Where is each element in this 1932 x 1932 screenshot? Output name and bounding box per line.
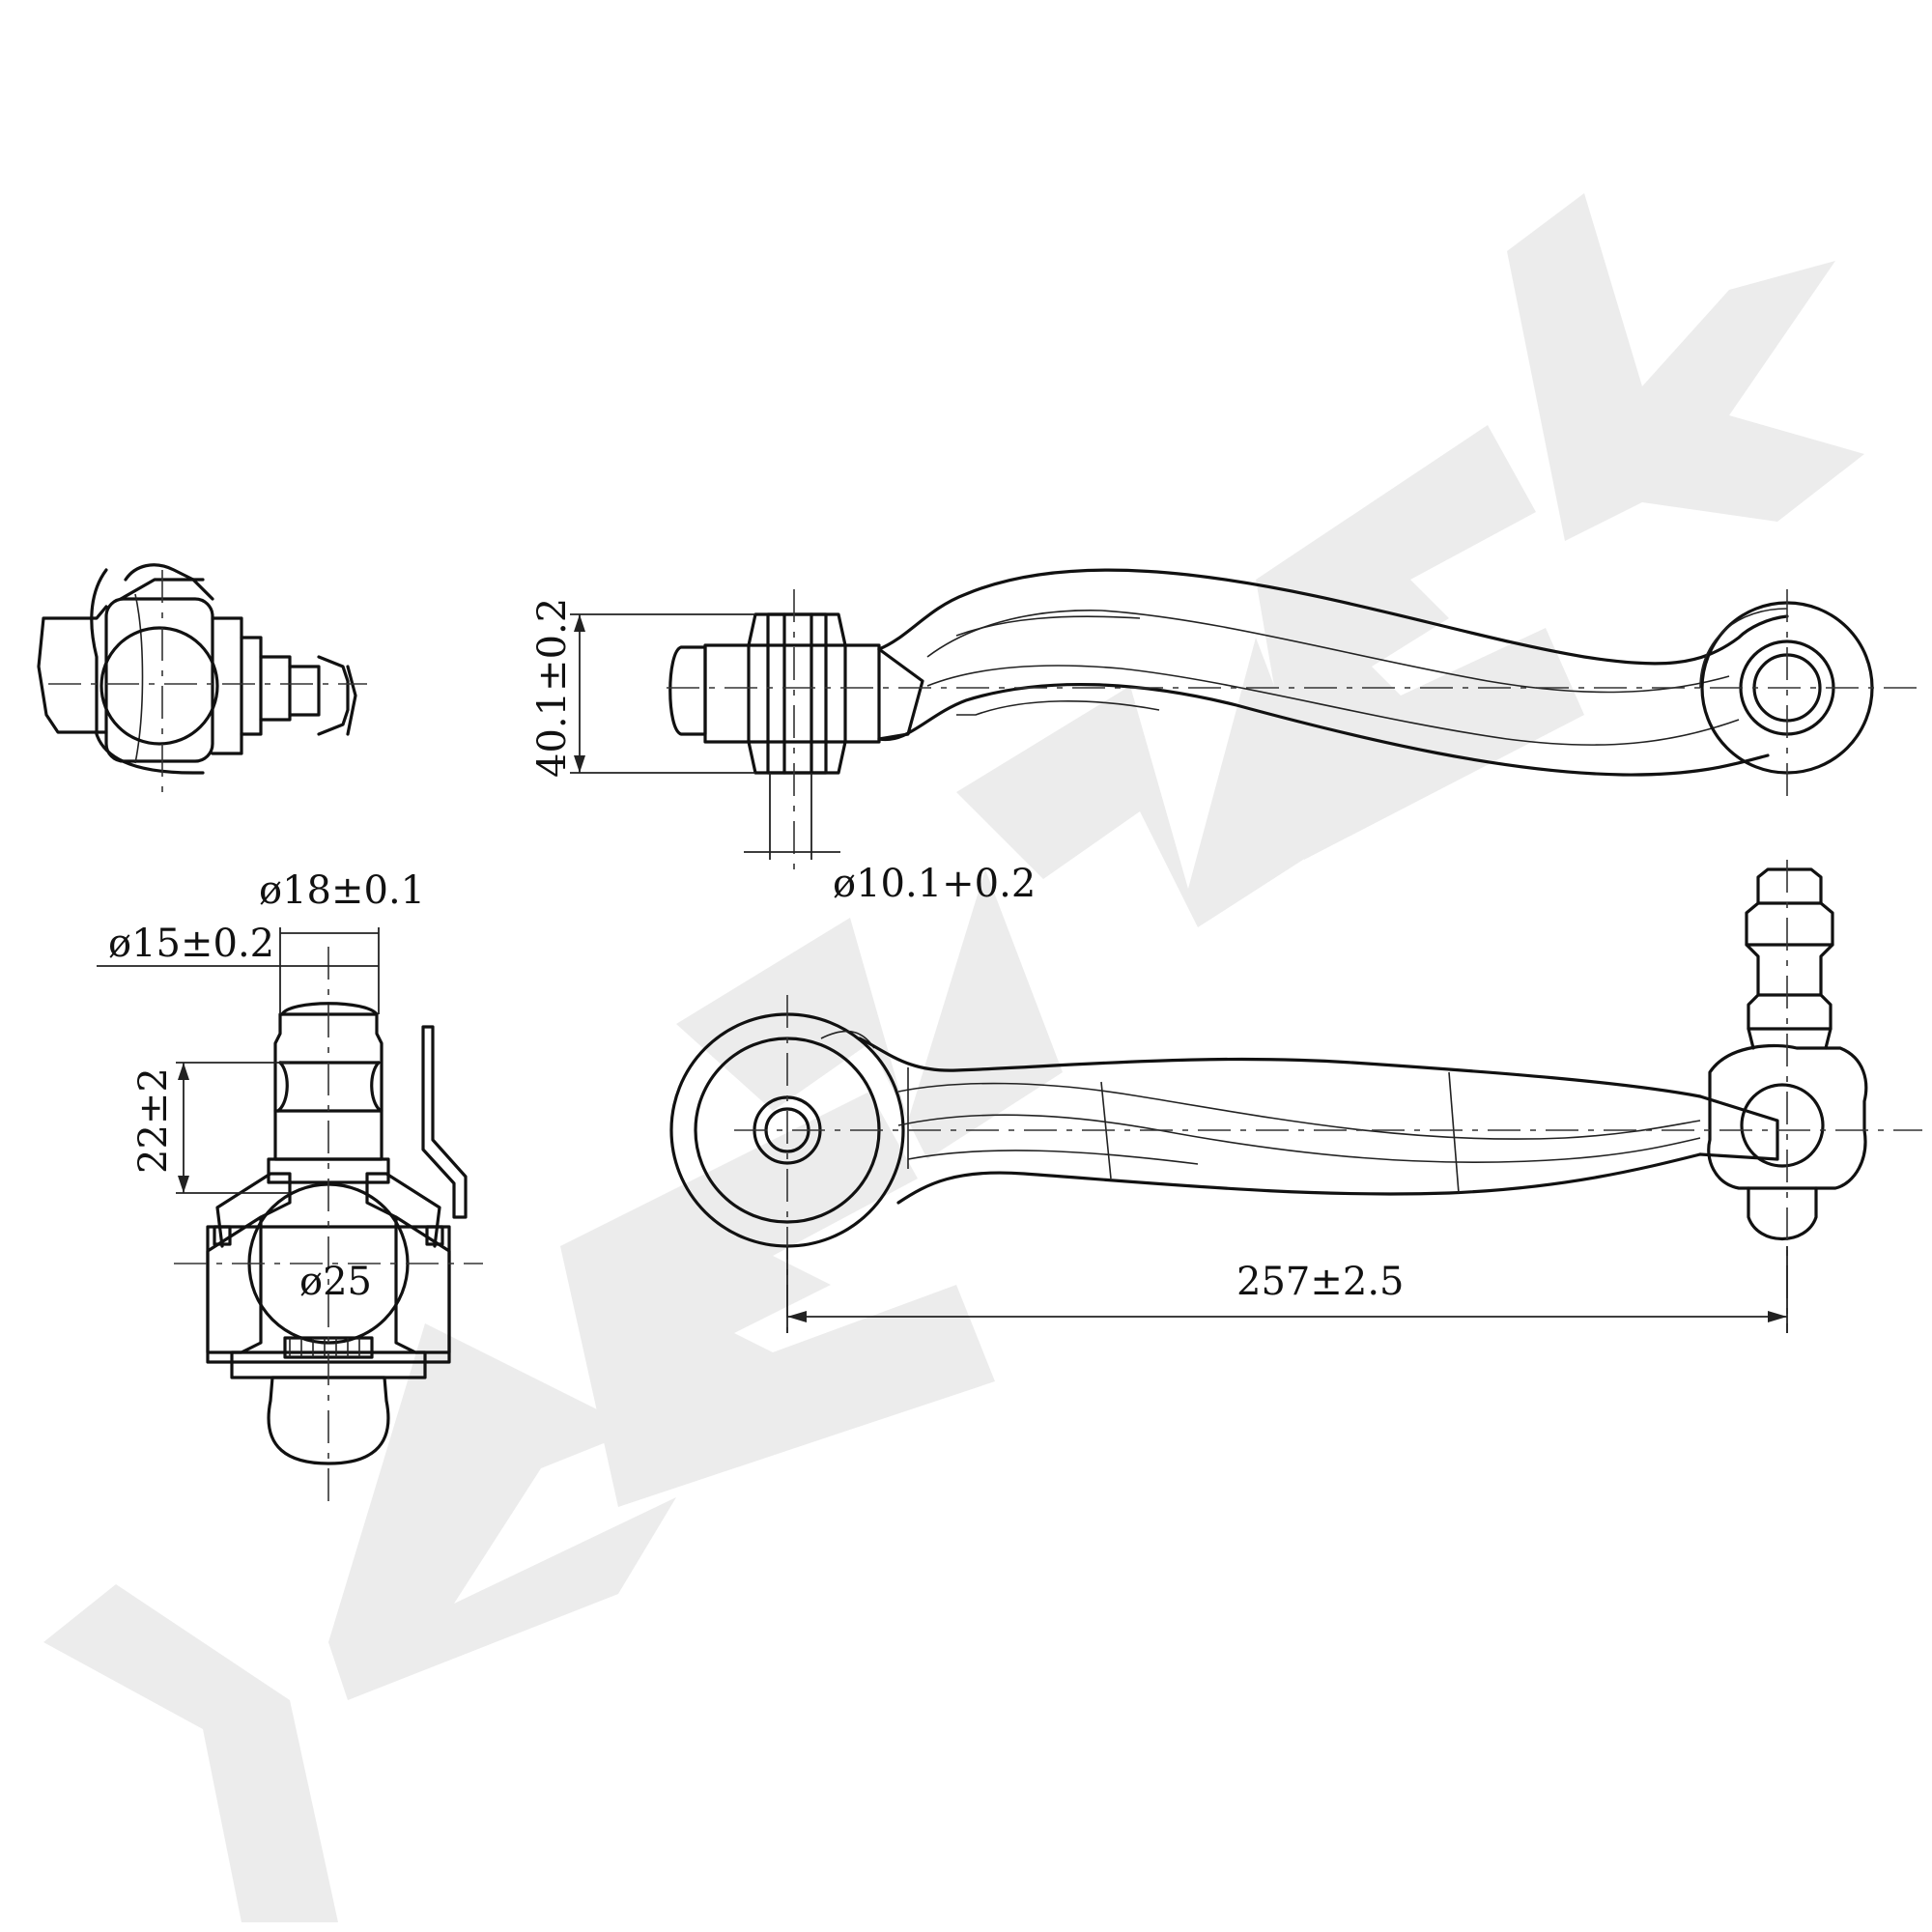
dim-stud-diameters: ø18±0.1 ø15±0.2 (97, 868, 425, 1014)
dim-bore: ø10.1+0.2 (744, 773, 1036, 906)
dim-bore-label: ø10.1+0.2 (833, 862, 1036, 906)
top-view-arm (667, 568, 1922, 869)
dim-length-label: 257±2.5 (1236, 1260, 1404, 1304)
watermark-logo (43, 193, 1864, 1922)
dim-stud-outer-label: ø18±0.1 (259, 868, 425, 913)
dim-length: 257±2.5 (786, 1246, 1788, 1333)
dim-stud-inner-label: ø15±0.2 (108, 922, 274, 966)
dim-thickness: 40.1±0.2 (530, 598, 755, 778)
section-view-ball-joint (174, 947, 483, 1507)
side-view-arm (669, 860, 1922, 1333)
end-view-joint (37, 563, 367, 792)
dim-stud-height: 22±2 (131, 1062, 290, 1194)
dim-stud-height-label: 22±2 (131, 1067, 176, 1174)
dim-ball-label: ø25 (299, 1260, 372, 1304)
dim-thickness-label: 40.1±0.2 (530, 598, 575, 778)
